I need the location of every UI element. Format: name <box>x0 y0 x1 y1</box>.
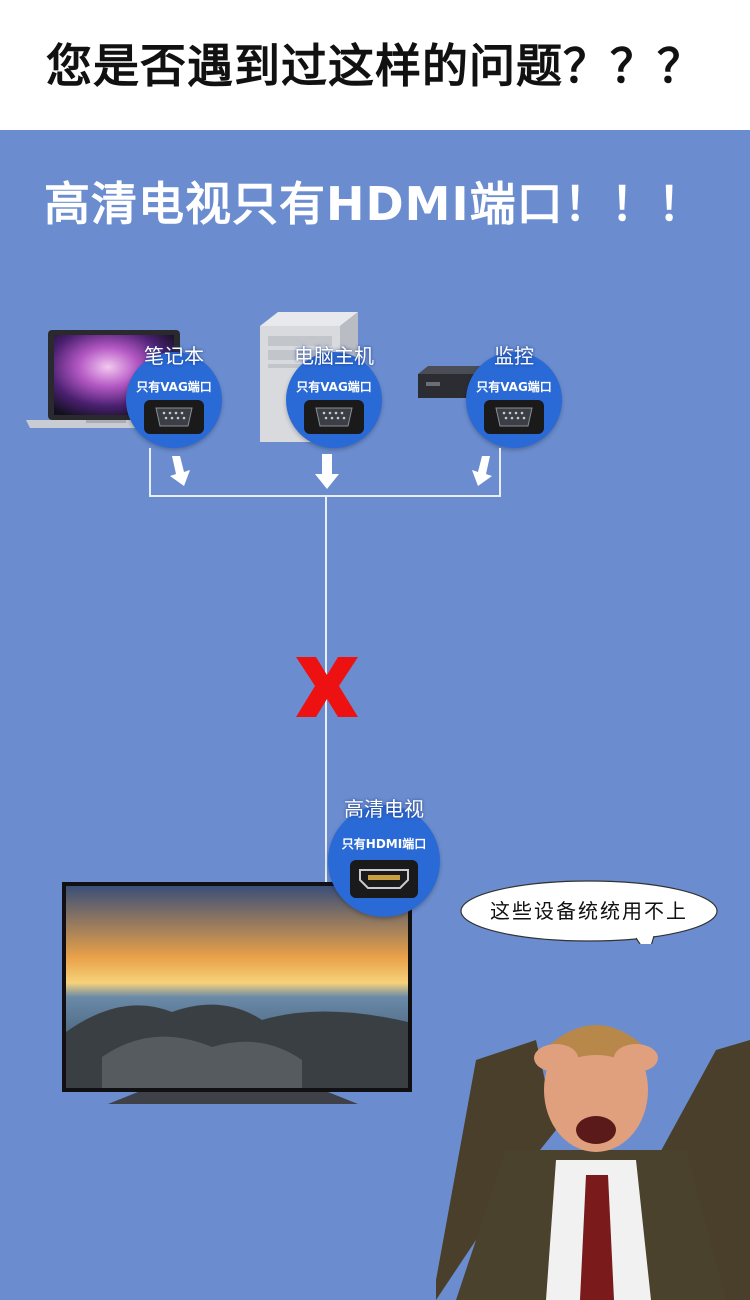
connector-line <box>499 448 501 496</box>
laptop-badge: 笔记本 只有VAG端口 <box>126 344 222 448</box>
monitoring-badge: 监控 只有VAG端口 <box>466 344 562 448</box>
top-header: 您是否遇到过这样的问题？？？ <box>0 0 750 130</box>
hdtv-port-text: 只有HDMI端口 <box>341 837 427 851</box>
desktop-port-text: 只有VAG端口 <box>296 380 372 394</box>
hdmi-port-icon <box>350 860 418 898</box>
connector-line <box>149 448 151 496</box>
down-arrow-icon <box>315 454 339 489</box>
frustrated-man-image <box>436 1025 750 1300</box>
page-title: 您是否遇到过这样的问题？？？ <box>46 39 704 93</box>
vga-port-icon <box>144 400 204 434</box>
speech-text: 这些设备统统用不上 <box>490 899 688 923</box>
hdtv-badge: 高清电视 只有HDMI端口 <box>328 797 440 917</box>
down-arrow-icon <box>170 456 190 486</box>
panel-subtitle: 高清电视只有HDMI端口！！！ <box>44 177 705 231</box>
monitoring-port-text: 只有VAG端口 <box>476 380 552 394</box>
connector-line <box>325 496 327 916</box>
laptop-label: 笔记本 <box>144 344 204 368</box>
desktop-badge: 电脑主机 只有VAG端口 <box>286 344 382 448</box>
red-x-icon <box>296 657 358 717</box>
vga-port-icon <box>304 400 364 434</box>
vga-port-icon <box>484 400 544 434</box>
blue-panel: 高清电视只有HDMI端口！！！ <box>0 130 750 1300</box>
monitoring-label: 监控 <box>494 344 534 368</box>
speech-bubble <box>460 880 718 944</box>
hdtv-image <box>62 882 412 1092</box>
down-arrow-icon <box>472 456 492 486</box>
desktop-label: 电脑主机 <box>294 344 374 368</box>
hdtv-label: 高清电视 <box>344 797 424 821</box>
laptop-port-text: 只有VAG端口 <box>136 380 212 394</box>
tv-stand <box>108 1092 358 1104</box>
